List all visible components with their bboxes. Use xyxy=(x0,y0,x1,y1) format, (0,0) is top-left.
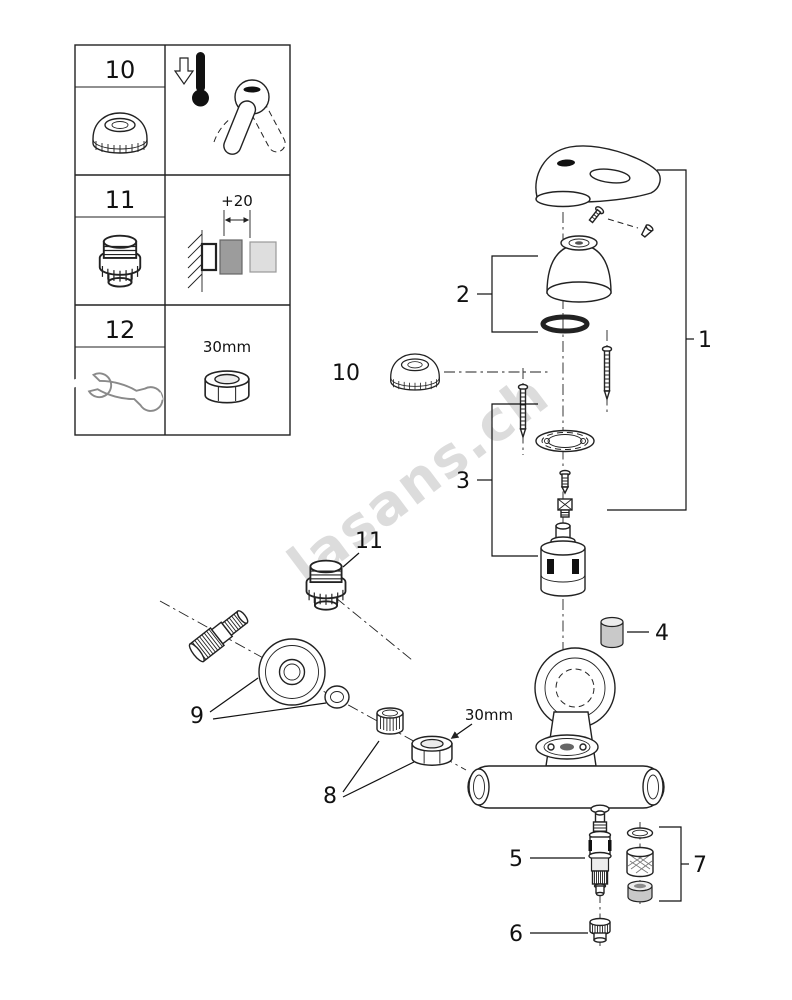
callout-1: 1 xyxy=(607,169,712,511)
knurled-cap-icon xyxy=(92,112,148,154)
mounting-screw-left xyxy=(517,383,529,440)
callout-4-label: 4 xyxy=(655,621,669,646)
union-fitting xyxy=(305,559,347,611)
callout-4: 4 xyxy=(627,621,669,646)
escutcheon-plate xyxy=(535,429,595,453)
callout-5: 5 xyxy=(509,847,585,872)
callout-9: 9 xyxy=(190,677,327,729)
legend-row-12: 12 30mm xyxy=(67,316,251,415)
temperature-lever-icon xyxy=(173,52,286,155)
callout-6: 6 xyxy=(509,922,588,947)
threaded-adapter xyxy=(376,707,404,735)
aerator-cap xyxy=(627,880,653,903)
callout-7: 7 xyxy=(659,826,707,902)
legend-row-11: 11 +20 xyxy=(98,186,277,292)
diverter-cartridge xyxy=(588,810,612,897)
seal-ring xyxy=(324,685,350,709)
faucet-body xyxy=(467,647,665,814)
legend-border xyxy=(74,44,291,436)
temperature-stop-cap xyxy=(390,353,440,391)
legend-number-12: 12 xyxy=(105,316,136,344)
legend-panel: 10 11 xyxy=(67,44,291,436)
nut-size-legend-label: 30mm xyxy=(203,338,251,356)
callout-1-label: 1 xyxy=(698,328,712,353)
cartridge xyxy=(540,522,586,597)
lever-handle xyxy=(535,145,661,208)
hex-nut-icon xyxy=(204,370,250,404)
legend-row-10: 10 xyxy=(92,52,286,155)
callout-2-label: 2 xyxy=(456,283,470,308)
s-union xyxy=(188,610,249,663)
legend-number-11: 11 xyxy=(105,186,136,214)
callout-3: 3 xyxy=(456,403,538,557)
handle-cap xyxy=(546,235,612,303)
callout-3-label: 3 xyxy=(456,469,470,494)
depth-dimension-label: +20 xyxy=(221,192,253,210)
callout-7-label: 7 xyxy=(693,853,707,878)
union-fitting-icon xyxy=(98,234,142,288)
plug xyxy=(589,917,611,943)
handle-screw-cone xyxy=(640,224,654,238)
callout-8-label: 8 xyxy=(323,784,337,809)
thermometer-icon xyxy=(192,52,209,107)
callout-6-label: 6 xyxy=(509,922,523,947)
set-screw xyxy=(559,469,571,495)
handle-screw xyxy=(588,206,605,224)
callout-2: 2 xyxy=(456,255,538,333)
union-nut xyxy=(411,735,453,766)
legend-number-10: 10 xyxy=(105,56,136,84)
mounting-screw-right xyxy=(601,345,613,402)
lever-icon xyxy=(213,79,286,155)
arrow-down-icon xyxy=(173,57,195,86)
nut-size-label: 30mm xyxy=(465,706,513,724)
cover-cap xyxy=(600,616,624,649)
wall-depth-icon: +20 xyxy=(187,192,277,292)
callout-10-label: 10 xyxy=(332,361,360,386)
aerator-ring xyxy=(626,827,654,839)
callout-9-label: 9 xyxy=(190,704,204,729)
adapter-nut xyxy=(557,498,573,518)
aerator-insert xyxy=(626,846,654,878)
o-ring xyxy=(540,314,590,334)
callout-5-label: 5 xyxy=(509,847,523,872)
callout-11: 11 xyxy=(342,529,383,568)
callout-10: 10 xyxy=(332,361,360,386)
callout-11-label: 11 xyxy=(355,529,383,554)
callout-8: 8 xyxy=(323,740,415,809)
wrench-icon xyxy=(67,365,167,415)
wall-rosette xyxy=(258,638,326,706)
nut-size-callout: 30mm xyxy=(450,706,513,739)
